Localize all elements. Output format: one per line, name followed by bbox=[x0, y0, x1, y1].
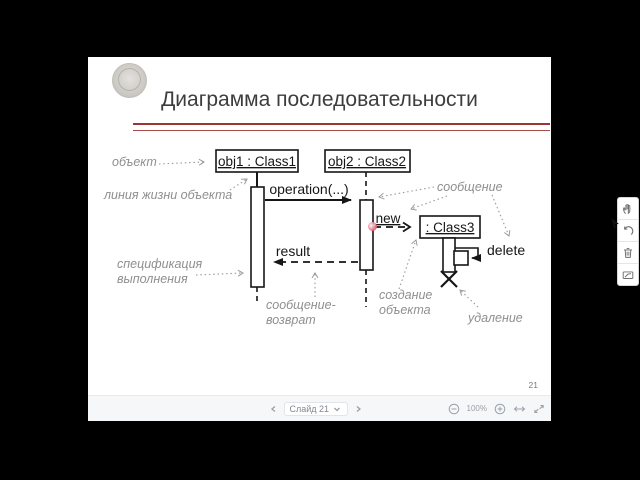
operation-message-label: operation(...) bbox=[269, 181, 348, 197]
obj3-label: : Class3 bbox=[426, 220, 475, 235]
chevron-right-icon bbox=[356, 405, 362, 412]
delete-message-label: delete bbox=[487, 242, 525, 258]
title-accent-line bbox=[133, 123, 550, 131]
undo-button[interactable] bbox=[618, 220, 638, 242]
annotation-return-message: возврат bbox=[266, 313, 316, 327]
annotation-object: объект bbox=[112, 155, 157, 169]
destroy-x-mark bbox=[440, 270, 458, 288]
delete-annotations-button[interactable] bbox=[618, 242, 638, 264]
slide-page-number: 21 bbox=[528, 380, 538, 390]
zoom-in-button[interactable] bbox=[494, 403, 506, 415]
mouse-cursor-icon bbox=[611, 218, 619, 228]
result-message-label: result bbox=[276, 243, 310, 259]
annotation-execution-spec: спецификация bbox=[117, 257, 203, 271]
annotation-message-arrow-delete bbox=[491, 194, 511, 237]
chevron-left-icon bbox=[270, 405, 275, 412]
new-message-label: new bbox=[376, 211, 401, 226]
university-seal-logo bbox=[112, 63, 147, 98]
obj1-activation-bar bbox=[250, 186, 265, 288]
fit-width-button[interactable] bbox=[513, 404, 526, 414]
annotation-execution-spec: выполнения bbox=[117, 272, 188, 286]
hand-icon bbox=[623, 203, 631, 214]
chevron-down-icon bbox=[334, 407, 340, 411]
previous-slide-button[interactable] bbox=[268, 404, 278, 414]
plus-circle-icon bbox=[494, 403, 506, 414]
annotation-lifeline-arrow bbox=[229, 178, 248, 191]
obj2-box bbox=[324, 149, 411, 173]
next-slide-button[interactable] bbox=[353, 404, 363, 414]
slide-title: Диаграмма последовательности bbox=[161, 88, 478, 111]
zoom-controls: 100% bbox=[448, 396, 545, 421]
logo-inner-ring bbox=[118, 68, 141, 91]
laser-pointer-cursor bbox=[368, 222, 377, 231]
zoom-out-button[interactable] bbox=[448, 403, 460, 415]
annotation-return-message: сообщение- bbox=[266, 298, 336, 312]
slide-navigation: Слайд 21 bbox=[268, 396, 363, 421]
viewer-statusbar: Слайд 21 100% bbox=[88, 395, 551, 421]
annotation-creation: объекта bbox=[379, 303, 431, 317]
annotation-execution-spec-arrow bbox=[195, 269, 244, 277]
annotation-object-arrow bbox=[158, 158, 205, 166]
expand-icon bbox=[534, 404, 544, 413]
slide-nav-label: Слайд 21 bbox=[289, 403, 329, 414]
line-annotation-icon bbox=[622, 270, 634, 279]
annotation-tool-palette bbox=[617, 197, 639, 286]
obj1-box bbox=[215, 149, 299, 173]
slide-select-dropdown[interactable]: Слайд 21 bbox=[283, 401, 348, 416]
trash-icon bbox=[624, 247, 632, 258]
obj3-nested-activation bbox=[453, 250, 469, 266]
hand-tool-button[interactable] bbox=[618, 198, 638, 220]
annotation-deletion: удаление bbox=[467, 311, 523, 325]
annotation-deletion-arrow bbox=[459, 289, 479, 308]
undo-icon bbox=[624, 225, 634, 235]
annotation-message: сообщение bbox=[437, 180, 503, 194]
minus-circle-icon bbox=[448, 403, 459, 414]
fullscreen-button[interactable] bbox=[533, 403, 545, 415]
annotation-message-arrow-operation bbox=[378, 186, 435, 200]
annotation-lifeline: линия жизни объекта bbox=[103, 188, 232, 202]
obj2-label: obj2 : Class2 bbox=[328, 154, 406, 169]
draw-line-tool-button[interactable] bbox=[618, 264, 638, 285]
obj1-label: obj1 : Class1 bbox=[218, 154, 296, 169]
obj2-activation-bar bbox=[359, 199, 374, 271]
annotation-message-arrow-new bbox=[410, 195, 448, 211]
annotation-creation: создание bbox=[379, 288, 432, 302]
zoom-level-value: 100% bbox=[466, 404, 487, 413]
annotation-creation-arrow bbox=[398, 239, 418, 290]
fit-width-icon bbox=[513, 405, 526, 412]
